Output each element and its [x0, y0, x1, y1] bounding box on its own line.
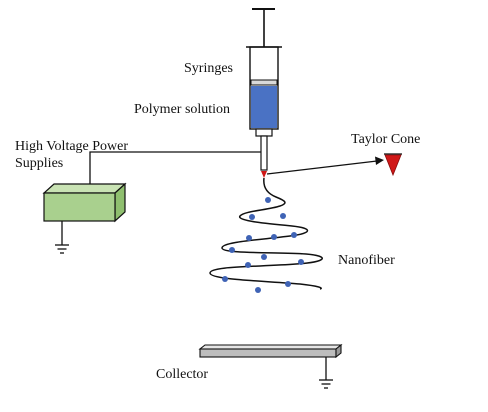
collector-side [335, 343, 342, 359]
droplet [229, 247, 235, 253]
ground-symbol-power [55, 221, 69, 254]
taylor-cone-arrow [266, 156, 384, 175]
syringe-needle [260, 135, 268, 171]
label-polymer-solution: Polymer solution [134, 102, 231, 117]
power-supply-front [43, 192, 116, 222]
taylor-cone-icon [384, 153, 402, 177]
power-wire [89, 151, 261, 184]
droplet [298, 259, 304, 265]
power-supply-top [42, 183, 127, 194]
plunger-head [250, 79, 278, 86]
droplet [265, 197, 271, 203]
syringe [246, 8, 282, 178]
nanofiber-droplets [222, 197, 304, 293]
label-taylor-cone: Taylor Cone [351, 132, 421, 147]
collector-top [198, 344, 343, 350]
droplet [222, 276, 228, 282]
droplet [255, 287, 261, 293]
collector-front [199, 348, 337, 358]
droplet [280, 213, 286, 219]
droplet [245, 262, 251, 268]
collector-plate [198, 343, 343, 359]
polymer-solution-fill [251, 86, 277, 128]
label-nanofiber: Nanofiber [338, 253, 395, 268]
label-power-supply-line1: High Voltage Power [15, 139, 129, 154]
droplet [285, 281, 291, 287]
label-syringes: Syringes [184, 61, 233, 76]
droplet [246, 235, 252, 241]
label-power-supply-line2: Supplies [15, 156, 64, 171]
droplet [291, 232, 297, 238]
power-supply-box [42, 182, 127, 223]
droplet [271, 234, 277, 240]
syringe-tip [255, 128, 273, 137]
label-collector: Collector [156, 367, 209, 382]
droplet [261, 254, 267, 260]
nanofiber-spiral [209, 177, 323, 290]
droplet [249, 214, 255, 220]
needle-tip-cone [261, 171, 267, 178]
ground-symbol-collector [319, 357, 333, 389]
